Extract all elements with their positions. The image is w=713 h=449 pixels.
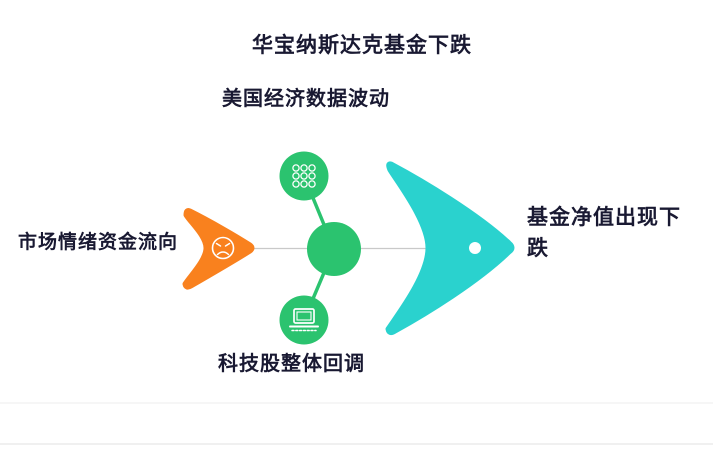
angry-face-icon — [211, 236, 235, 260]
laptop-icon — [289, 308, 319, 332]
divider-line-upper — [0, 402, 713, 404]
top-node — [279, 151, 329, 201]
divider-line-lower — [0, 443, 713, 445]
fish-head-shape — [385, 161, 515, 336]
orange-arrow-shape — [182, 208, 255, 290]
center-node — [307, 222, 361, 276]
keypad-icon — [292, 164, 316, 188]
effect-label: 基金净值出现下跌 — [527, 206, 681, 260]
fish-eye-dot — [469, 242, 481, 254]
cause-label-top: 美国经济数据波动 — [222, 88, 390, 110]
cause-label-bottom: 科技股整体回调 — [218, 353, 365, 375]
cause-label-left: 市场情绪资金流向 — [18, 232, 179, 253]
page-title: 华宝纳斯达克基金下跌 — [252, 34, 472, 57]
